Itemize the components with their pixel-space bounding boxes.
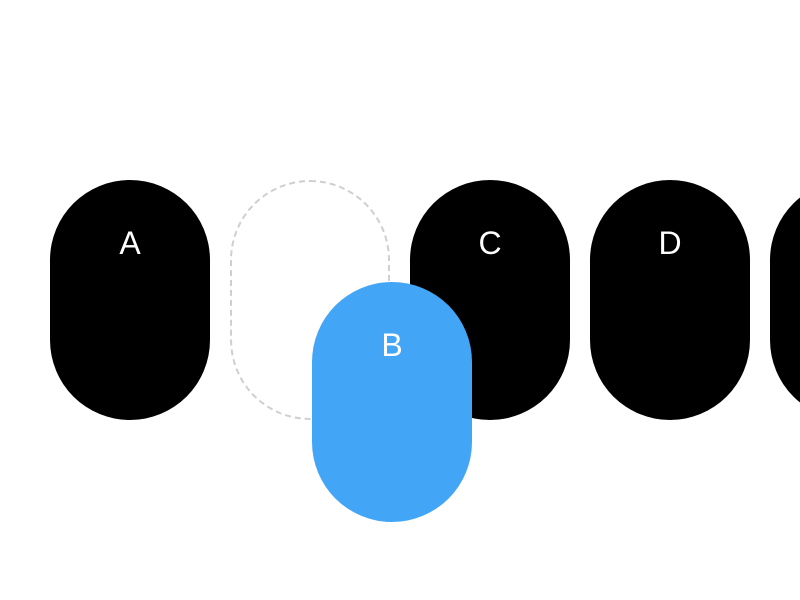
sortable-item-d[interactable]: D xyxy=(590,180,750,420)
sortable-item-a[interactable]: A xyxy=(50,180,210,420)
dragging-item-b[interactable]: B xyxy=(312,282,472,522)
item-label-b: B xyxy=(381,327,403,363)
sortable-item-e[interactable] xyxy=(770,180,800,420)
item-label-d: D xyxy=(658,225,682,261)
item-label-a: A xyxy=(119,225,141,261)
item-label-c: C xyxy=(478,225,502,261)
